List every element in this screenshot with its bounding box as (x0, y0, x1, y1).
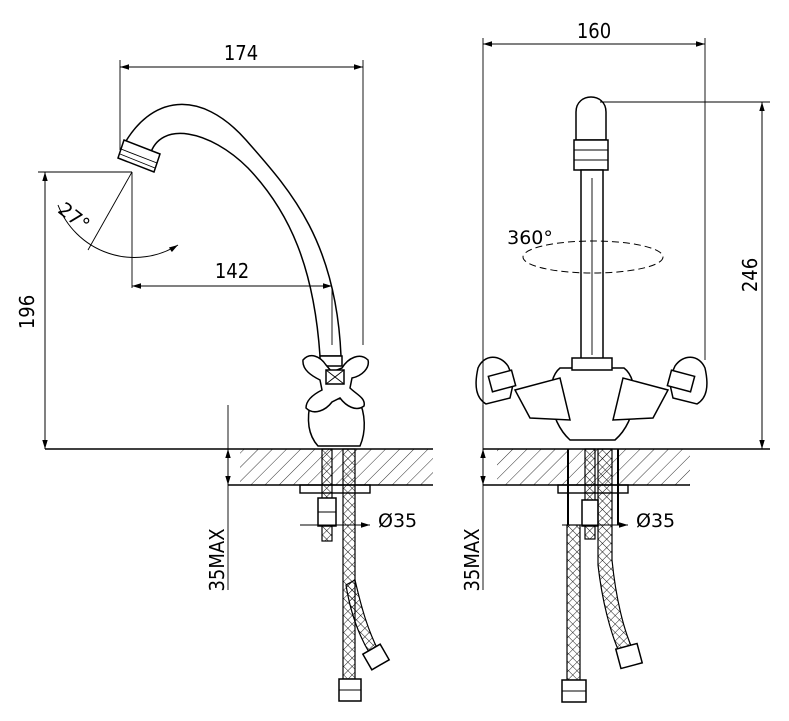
dim-height-side: 196 (15, 295, 39, 329)
dim-hole-front: Ø35 (636, 510, 675, 532)
mounting-side (299, 448, 391, 702)
spout-front: 360° (507, 96, 664, 361)
dim-angle: 27° (54, 198, 94, 236)
countertop-front (482, 405, 770, 590)
dim-reach: 142 (215, 259, 249, 283)
dim-max-side: 35MAX (205, 528, 229, 591)
front-view: 360° (460, 19, 770, 703)
countertop-side (45, 405, 433, 590)
dim-hole-side: Ø35 (378, 510, 417, 532)
spout-side (117, 103, 342, 357)
side-view: 174 142 196 27° Ø35 35MAX (15, 41, 433, 702)
handle-side (302, 354, 370, 447)
dim-max-front: 35MAX (460, 528, 484, 591)
handles-front (475, 356, 708, 441)
dim-width-side: 174 (224, 41, 258, 65)
mounting-front (557, 448, 644, 703)
dim-width-front: 160 (577, 19, 611, 43)
dim-height-front: 246 (738, 258, 762, 292)
dim-rotation: 360° (507, 227, 553, 249)
dimensions-front: 160 246 Ø35 35MAX (460, 19, 770, 592)
dimensions-side: 174 142 196 27° Ø35 35MAX (15, 41, 417, 592)
